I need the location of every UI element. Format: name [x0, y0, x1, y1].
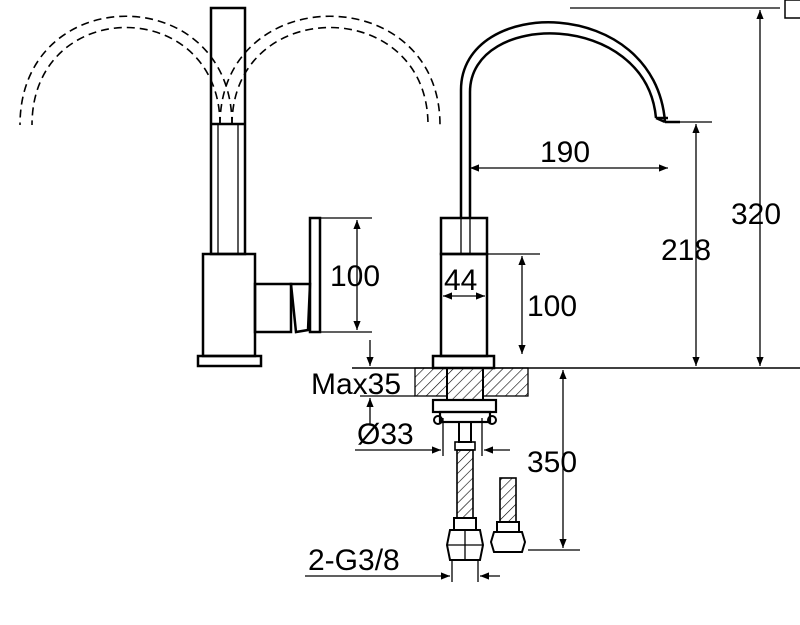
- swing-arc-right-inner: [231, 26, 429, 126]
- threaded-rod: [446, 367, 484, 401]
- lever-plate: [308, 216, 322, 334]
- lever-height-label: 100: [330, 260, 380, 293]
- swing-arc-right: [219, 15, 441, 126]
- body-side: [201, 252, 257, 358]
- countertop-left: [414, 367, 448, 397]
- base-plate: [431, 354, 496, 370]
- hole-diameter-label: Ø33: [357, 418, 414, 451]
- total-height-label: 320: [731, 198, 781, 231]
- gooseneck-outer: [459, 21, 667, 218]
- mounting-washer: [431, 398, 498, 414]
- corner-box: [784, 0, 800, 19]
- swing-arc-left-inner: [31, 26, 221, 126]
- body-width-label: 44: [444, 264, 477, 297]
- swing-arc-left: [19, 15, 233, 126]
- front-view: 44 100 190 218 320 Max35: [305, 0, 800, 582]
- reach-label: 190: [540, 136, 590, 169]
- max-deck-label: Max35: [311, 368, 401, 401]
- base-plate-side: [196, 354, 263, 368]
- spout-column: [209, 6, 247, 256]
- lever-handle: [289, 282, 312, 334]
- body-upper: [439, 216, 489, 256]
- supply-hose-secondary: [489, 477, 527, 553]
- supply-hose-main: [445, 421, 485, 561]
- hose-length-label: 350: [527, 446, 577, 479]
- gooseneck-inner: [468, 32, 658, 218]
- connection-label: 2-G3/8: [308, 544, 400, 577]
- side-view: 100: [19, 6, 441, 368]
- body-height-label: 100: [527, 290, 577, 323]
- countertop-right: [482, 367, 529, 397]
- lever-neck: [253, 282, 293, 334]
- spout-height-label: 218: [661, 234, 711, 267]
